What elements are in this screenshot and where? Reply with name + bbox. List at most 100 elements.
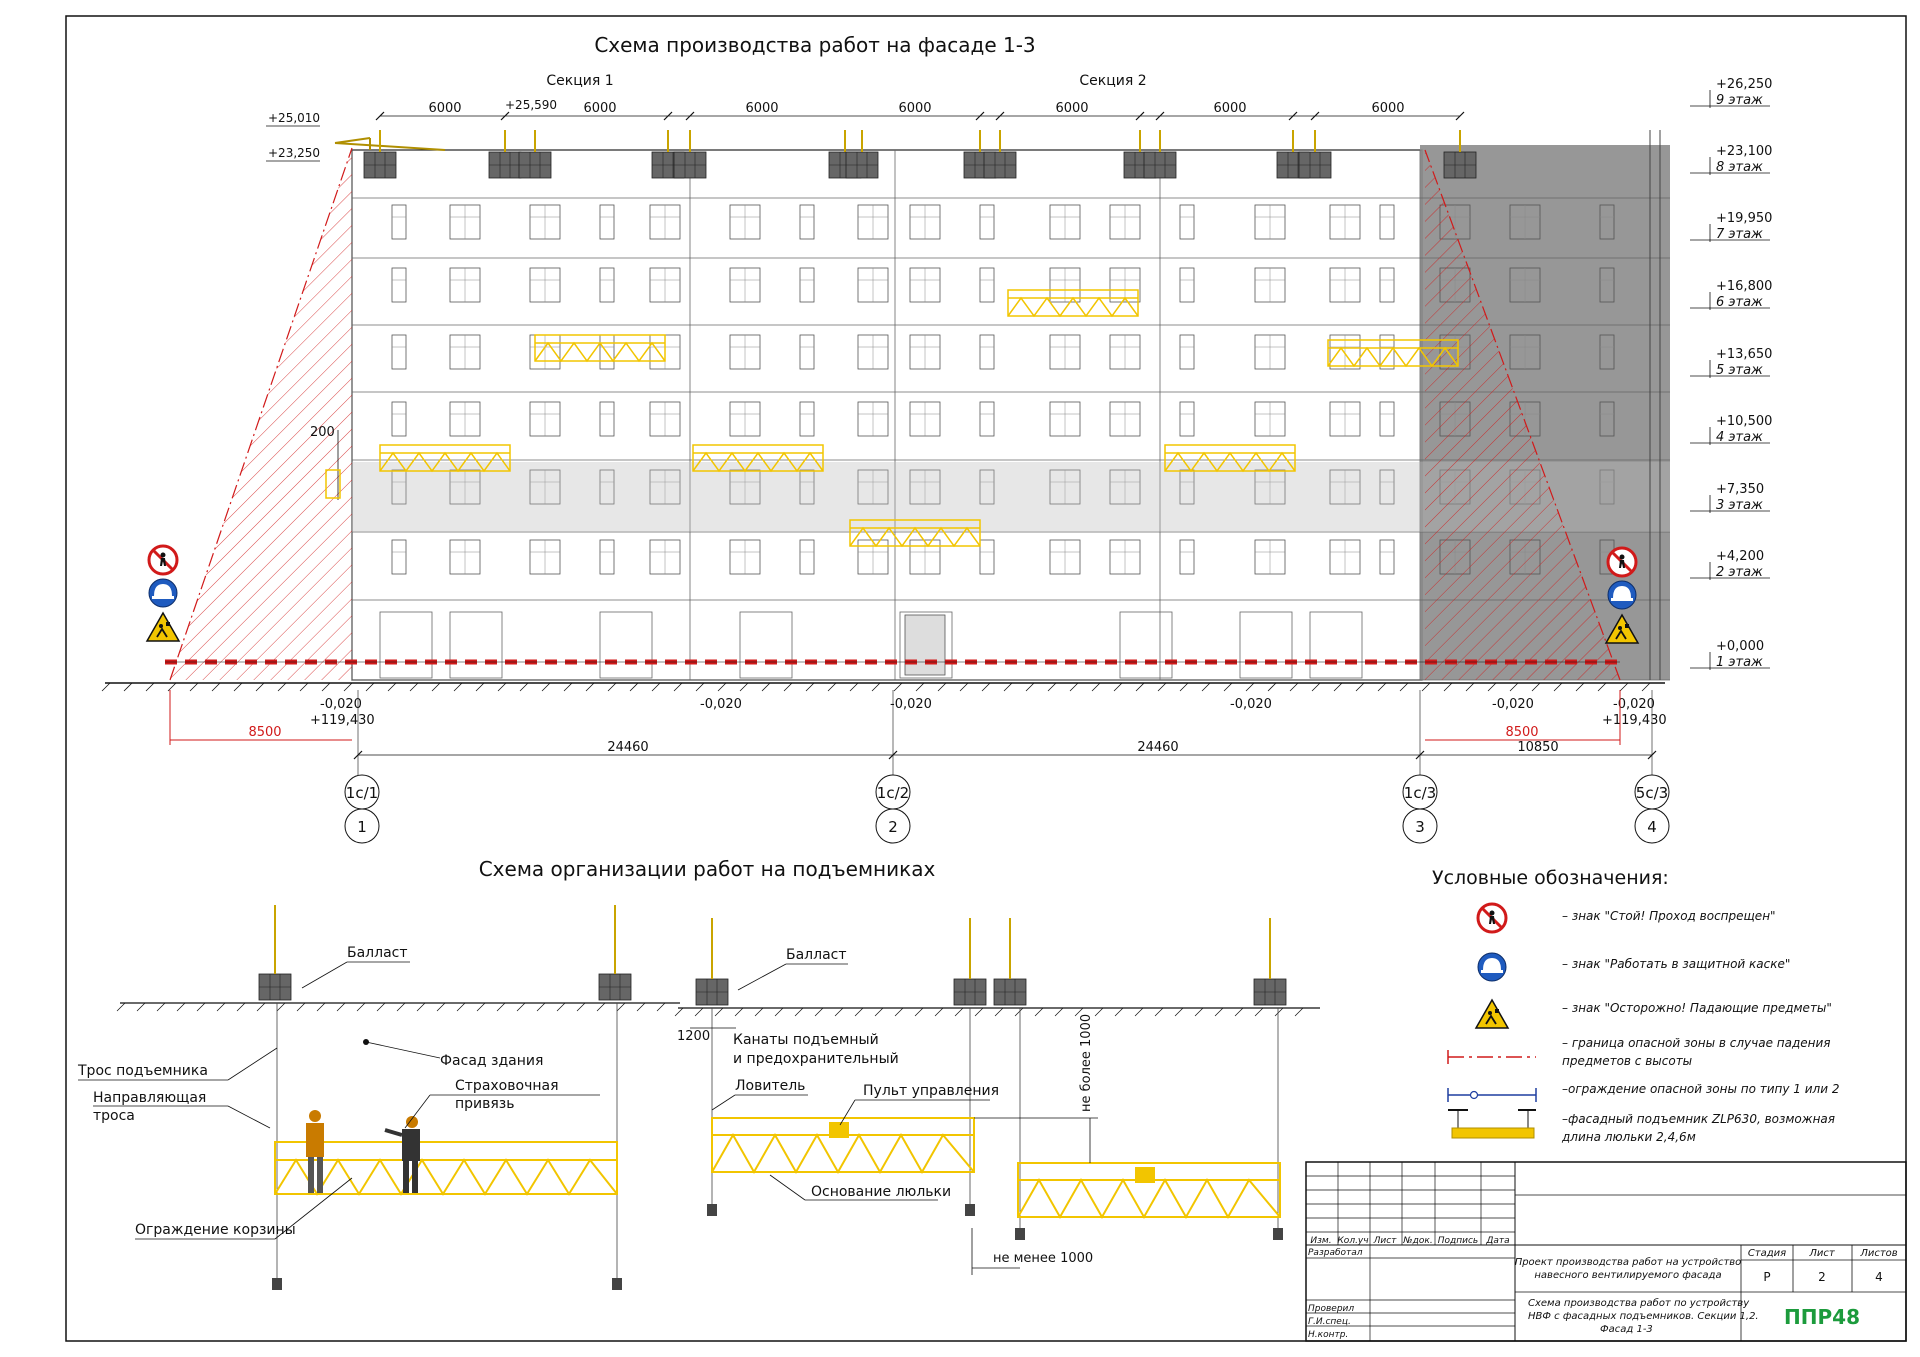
label-min-1000: не менее 1000 bbox=[993, 1251, 1093, 1266]
level-value: +23,100 bbox=[1716, 144, 1772, 159]
fence-line-icon bbox=[1447, 1088, 1537, 1102]
falling-objects-sign-icon bbox=[1475, 999, 1509, 1029]
tb-stage-value: Р bbox=[1763, 1270, 1770, 1284]
sheet-border bbox=[65, 15, 1907, 1342]
tb-column-header: №док. bbox=[1402, 1236, 1432, 1246]
axis-bubble-bottom: 2 bbox=[888, 818, 898, 836]
legend-title: Условные обозначения: bbox=[1432, 867, 1669, 889]
legend-text-helmet: – знак "Работать в защитной каске" bbox=[1562, 957, 1790, 971]
tb-column-header: Лист bbox=[1373, 1236, 1398, 1246]
tb-project-1: Проект производства работ на устройство bbox=[1515, 1256, 1742, 1268]
legend: – знак "Стой! Проход воспрещен" – знак "… bbox=[1447, 902, 1839, 1144]
helmet-sign-icon bbox=[1607, 580, 1637, 610]
axis-bubble-bottom: 3 bbox=[1415, 818, 1425, 836]
basket-middle bbox=[711, 1117, 975, 1175]
level-floor: 7 этаж bbox=[1716, 227, 1763, 242]
tb-sheet-header: Лист bbox=[1808, 1248, 1836, 1259]
lift-scheme-right bbox=[674, 918, 1320, 1275]
danger-zone-dim-right: 8500 bbox=[1505, 725, 1538, 740]
tb-role: Г.И.спец. bbox=[1308, 1317, 1351, 1327]
lift-scheme-title: Схема организации работ на подъемниках bbox=[479, 857, 936, 881]
helmet-sign-icon bbox=[1477, 952, 1507, 982]
axis-bubble-top: 1с/1 bbox=[346, 784, 378, 802]
danger-zone-dims bbox=[169, 690, 1621, 745]
legend-text-boundary-2: предметов с высоты bbox=[1562, 1054, 1692, 1068]
axis-dim-label: 10850 bbox=[1517, 740, 1558, 755]
top-dimension-label: 6000 bbox=[583, 101, 616, 116]
level-floor: 8 этаж bbox=[1716, 160, 1763, 175]
danger-boundary-line-icon bbox=[1447, 1050, 1536, 1064]
axis-bubble-bottom: 4 bbox=[1647, 818, 1657, 836]
level-value: +4,200 bbox=[1716, 549, 1764, 564]
tb-column-header: Подпись bbox=[1438, 1236, 1478, 1246]
legend-text-lift-2: длина люльки 2,4,6м bbox=[1561, 1130, 1696, 1144]
ground-mark: -0,020 bbox=[320, 697, 362, 712]
axis-dim-label: 24460 bbox=[607, 740, 648, 755]
title-block bbox=[1305, 1161, 1907, 1342]
level-value: +19,950 bbox=[1716, 211, 1772, 226]
section-1-label: Секция 1 bbox=[546, 73, 613, 89]
level-value: +0,000 bbox=[1716, 639, 1764, 654]
tb-stage-header: Стадия bbox=[1748, 1248, 1786, 1259]
label-facade: Фасад здания bbox=[440, 1053, 543, 1069]
level-floor: 3 этаж bbox=[1716, 498, 1763, 513]
level-floor: 5 этаж bbox=[1716, 363, 1763, 378]
ground-mark: -0,020 bbox=[1613, 697, 1655, 712]
facade-cradles bbox=[379, 289, 1459, 548]
level-floor: 4 этаж bbox=[1716, 430, 1763, 445]
level-value: +10,500 bbox=[1716, 414, 1772, 429]
label-harness-1: Страховочная bbox=[455, 1078, 559, 1094]
ground-mark: +119,430 bbox=[310, 713, 375, 728]
level-value: +13,650 bbox=[1716, 347, 1772, 362]
no-entry-sign-icon bbox=[1476, 902, 1508, 934]
label-harness-2: привязь bbox=[455, 1096, 515, 1112]
label-ballast-1: Балласт bbox=[347, 945, 408, 961]
section-2-label: Секция 2 bbox=[1079, 73, 1146, 89]
legend-text-no-entry: – знак "Стой! Проход воспрещен" bbox=[1562, 909, 1776, 923]
level-floor: 2 этаж bbox=[1716, 565, 1763, 580]
axis-bubble-top: 1с/3 bbox=[1404, 784, 1436, 802]
label-max-1000: не более 1000 bbox=[1079, 1014, 1094, 1112]
tb-sheet-title-2: НВФ с фасадных подъемников. Секции 1,2. bbox=[1528, 1311, 1759, 1322]
label-cradle-base: Основание люльки bbox=[811, 1184, 951, 1200]
danger-boundary-right bbox=[1424, 149, 1621, 681]
ground-mark: -0,020 bbox=[890, 697, 932, 712]
lift-scheme-left bbox=[116, 905, 680, 1290]
label-basket-fence: Ограждение корзины bbox=[135, 1222, 296, 1238]
axis-bubble-top: 1с/2 bbox=[877, 784, 909, 802]
legend-text-fence: –ограждение опасной зоны по типу 1 или 2 bbox=[1562, 1082, 1839, 1096]
tb-column-header: Изм. bbox=[1310, 1236, 1331, 1246]
label-dim-1200: 1200 bbox=[677, 1029, 710, 1044]
roof-mark-1: +25,010 bbox=[268, 111, 320, 125]
tb-sheet-value: 2 bbox=[1818, 1270, 1826, 1284]
tb-sheets-header: Листов bbox=[1859, 1248, 1897, 1259]
label-control-panel: Пульт управления bbox=[863, 1083, 999, 1099]
roof-davit-crane bbox=[334, 137, 446, 151]
tb-project-2: навесного вентилируемого фасада bbox=[1534, 1270, 1721, 1281]
legend-text-boundary: – граница опасной зоны в случае падения bbox=[1562, 1036, 1831, 1050]
danger-zone-dim-left: 8500 bbox=[248, 725, 281, 740]
tb-sheets-value: 4 bbox=[1875, 1270, 1883, 1284]
top-dimension-label: 6000 bbox=[428, 101, 461, 116]
roof-mark-2: +23,250 bbox=[268, 146, 320, 160]
top-dimension-label: 6000 bbox=[1371, 101, 1404, 116]
top-dimension-label: 6000 bbox=[898, 101, 931, 116]
basket-left bbox=[274, 1141, 618, 1196]
ground-mark: -0,020 bbox=[1492, 697, 1534, 712]
roof-mark-3: +25,590 bbox=[505, 98, 557, 112]
top-dimension-label: 6000 bbox=[745, 101, 778, 116]
label-ballast-2: Балласт bbox=[786, 947, 847, 963]
grid-axes: 1с/1 1 1с/2 2 1с/3 3 5с/3 4 bbox=[344, 774, 1670, 844]
axis-bubble-bottom: 1 bbox=[357, 818, 367, 836]
tb-column-header: Дата bbox=[1485, 1236, 1509, 1246]
dim-200-label: 200 bbox=[310, 425, 335, 440]
top-dimension-label: 6000 bbox=[1055, 101, 1088, 116]
axis-bubble-top: 5с/3 bbox=[1636, 784, 1668, 802]
level-value: +7,350 bbox=[1716, 482, 1764, 497]
